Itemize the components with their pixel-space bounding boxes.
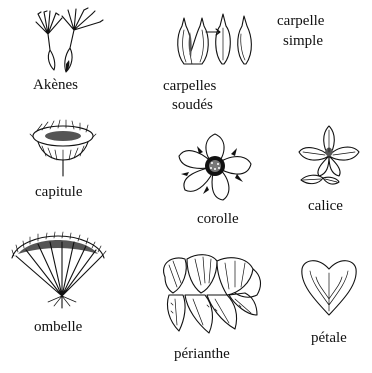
corolla-icon: [175, 130, 255, 202]
achene-icon: [28, 4, 118, 74]
corolle-label: corolle: [197, 210, 239, 228]
petal-icon: [298, 255, 360, 317]
capitule-label: capitule: [35, 183, 82, 201]
calyx-icon: [295, 122, 363, 192]
akenes-label: Akènes: [33, 76, 78, 94]
carpelles-soudes-label-line1: carpelles: [163, 77, 216, 95]
calice-label: calice: [308, 197, 343, 215]
perianthe-label: périanthe: [174, 345, 230, 363]
carpelles-soudes-label-line2: soudés: [172, 96, 213, 114]
flower-head-icon: [28, 120, 98, 178]
petale-label: pétale: [311, 329, 347, 347]
ombelle-label: ombelle: [34, 318, 82, 336]
perianth-icon: [155, 253, 265, 337]
carpelle-simple-label-line1: carpelle: [277, 12, 324, 30]
carpelle-simple-label-line2: simple: [283, 32, 323, 50]
fused-carpels-icon: [170, 8, 260, 70]
umbel-icon: [8, 232, 108, 310]
